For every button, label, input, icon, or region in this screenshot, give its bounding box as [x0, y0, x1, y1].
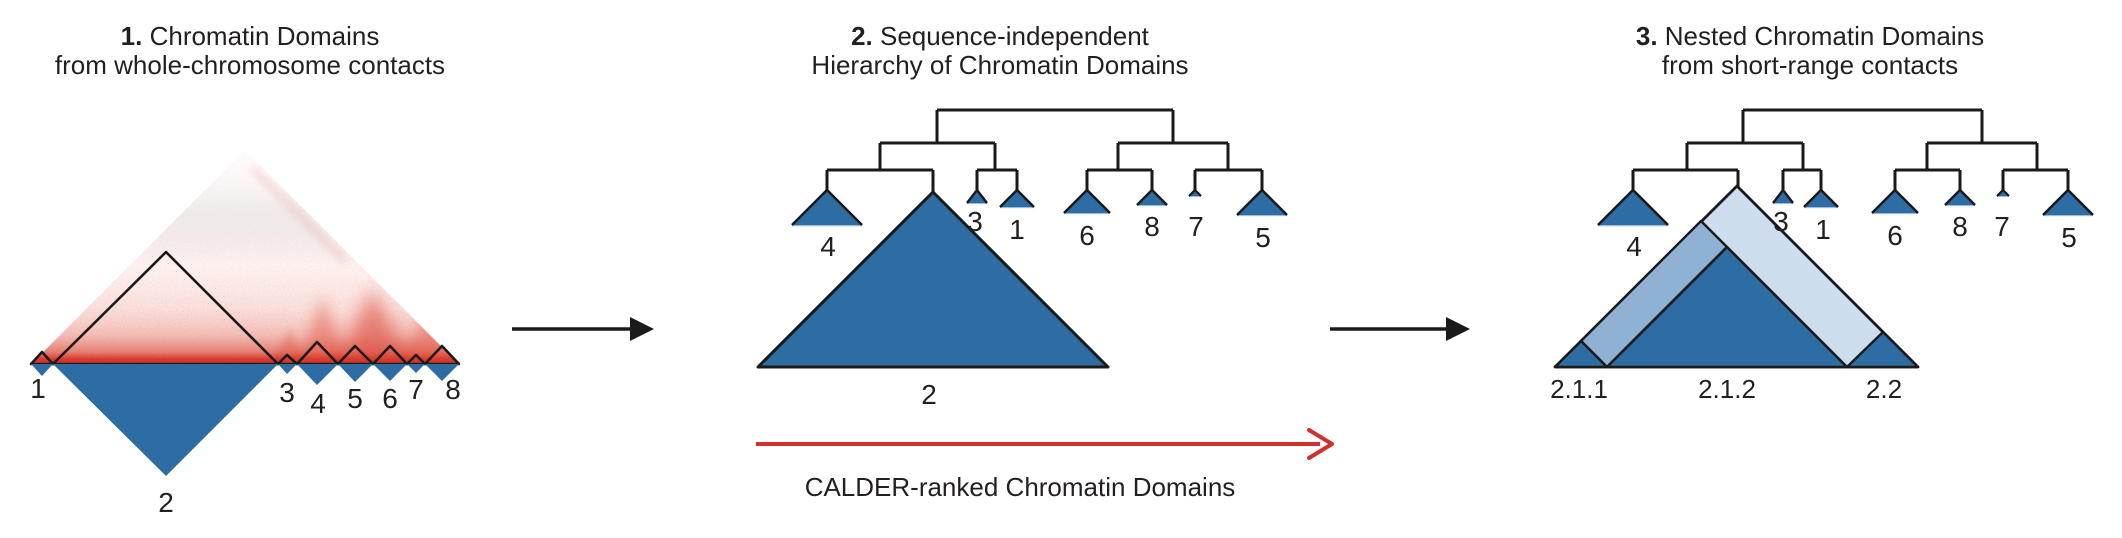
panel2-label-7: 7 [1188, 211, 1204, 242]
nested-domain-2-1-2 [1605, 245, 1849, 369]
arrowhead-icon [630, 317, 654, 341]
panel2-label-8: 8 [1144, 211, 1160, 242]
panel3-label-7: 7 [1994, 211, 2010, 242]
leaf-triangle-7 [1996, 188, 2010, 197]
panel2-labels: 4 2 3 1 6 8 7 5 [820, 206, 1271, 410]
blue-domain-6 [373, 364, 407, 381]
panel2-label-2: 2 [921, 379, 937, 410]
panel1-title-number: 1. [120, 21, 143, 51]
dendrogram-panel2: 4 2 3 1 6 8 7 5 [756, 108, 1288, 410]
arrowhead-icon [1446, 317, 1470, 341]
red-arrowhead-icon [1307, 428, 1334, 460]
heatmap-noise [31, 150, 459, 364]
nested-label-2-1-1: 2.1.1 [1550, 374, 1608, 404]
leaf-triangle-5 [2042, 188, 2094, 217]
leaf-triangle-8 [1136, 188, 1168, 207]
nested-label-2-2: 2.2 [1866, 374, 1902, 404]
nested-domain-triangle [1553, 184, 1920, 369]
panel3-label-3: 3 [1773, 206, 1789, 237]
blue-domain-5 [338, 364, 373, 382]
leaf-triangle-7 [1188, 188, 1202, 197]
panel1-label-6: 6 [382, 383, 398, 414]
arrow-step1-to-step2 [512, 317, 654, 341]
panel2-label-5: 5 [1255, 222, 1271, 253]
leaf-triangle-1 [1803, 188, 1839, 209]
leaf-triangle-6 [1063, 188, 1111, 215]
blue-domain-7 [407, 364, 425, 373]
blue-domain-2 [53, 364, 278, 476]
dendrogram-panel3: 4 3 1 6 8 7 5 2.1.1 2.1.2 2.2 [1550, 108, 2094, 404]
panel1-title-line2: from whole-chromosome contacts [54, 50, 446, 80]
panel2-title-number: 2. [851, 21, 873, 51]
panel1-label-2: 2 [158, 487, 174, 518]
panel3-title-line1: 3. Nested Chromatin Domains [1635, 21, 1985, 51]
panel3-label-4: 4 [1626, 231, 1642, 262]
panel3-title-line2: from short-range contacts [1661, 50, 1959, 80]
nested-domain-2-1-1 [1553, 339, 1609, 369]
panel1-title-line1: 1. Chromatin Domains [120, 21, 380, 51]
domain-triangles-blue [31, 364, 459, 476]
calder-caption: CALDER-ranked Chromatin Domains [804, 472, 1236, 502]
leaf-triangle-4 [791, 188, 863, 227]
panel2-leaf-triangles [756, 188, 1288, 369]
panel1-label-5: 5 [347, 383, 363, 414]
leaf-triangle-5 [1236, 188, 1288, 217]
leaf-triangle-2-large [756, 190, 1110, 369]
panel3-title: 3. Nested Chromatin Domains from short-r… [1580, 22, 2040, 80]
panel3-label-1: 1 [1815, 214, 1831, 245]
panel2-title-line1: 2. Sequence-independent [851, 21, 1149, 51]
panel1-label-3: 3 [279, 377, 295, 408]
panel2-label-4: 4 [820, 231, 836, 262]
leaf-triangle-4 [1597, 188, 1669, 227]
hic-heatmap: 1 2 3 4 5 6 7 8 [29, 150, 461, 518]
blue-domain-1 [31, 364, 53, 376]
blue-domain-4 [297, 364, 338, 385]
panel2-label-1: 1 [1009, 214, 1025, 245]
panel1-labels: 1 2 3 4 5 6 7 8 [30, 373, 461, 518]
leaf-triangle-1 [999, 188, 1035, 209]
leaf-triangle-8 [1944, 188, 1976, 207]
panel3-title-number: 3. [1635, 21, 1658, 51]
blue-domain-8 [425, 364, 459, 381]
arrow-step2-to-step3 [1330, 317, 1470, 341]
panel3-leaf-triangles [1597, 188, 2094, 227]
leaf-triangle-3 [1772, 188, 1794, 205]
panel1-label-4: 4 [310, 388, 326, 419]
nested-domain-2-2 [1845, 330, 1920, 369]
blue-domain-3 [278, 364, 297, 374]
panel1-label-8: 8 [445, 374, 461, 405]
panel2-label-3: 3 [967, 206, 983, 237]
panel1-label-1: 1 [30, 373, 46, 404]
tree-branches [825, 108, 1264, 192]
panel1-title: 1. Chromatin Domains from whole-chromoso… [20, 22, 480, 80]
tree-branches [1631, 108, 2070, 190]
panel3-label-6: 6 [1887, 220, 1903, 251]
panel3-label-8: 8 [1952, 211, 1968, 242]
nested-label-2-1-2: 2.1.2 [1698, 374, 1756, 404]
panel2-title: 2. Sequence-independent Hierarchy of Chr… [770, 22, 1230, 80]
panel1-label-7: 7 [408, 374, 424, 405]
panel2-label-6: 6 [1079, 220, 1095, 251]
leaf-triangle-3 [966, 188, 988, 205]
leaf-triangle-6 [1871, 188, 1919, 215]
panel3-label-5: 5 [2061, 222, 2077, 253]
panel3-labels: 4 3 1 6 8 7 5 2.1.1 2.1.2 2.2 [1550, 206, 2077, 404]
calder-rank-arrow [756, 428, 1334, 460]
panel2-title-line2: Hierarchy of Chromatin Domains [811, 50, 1189, 80]
